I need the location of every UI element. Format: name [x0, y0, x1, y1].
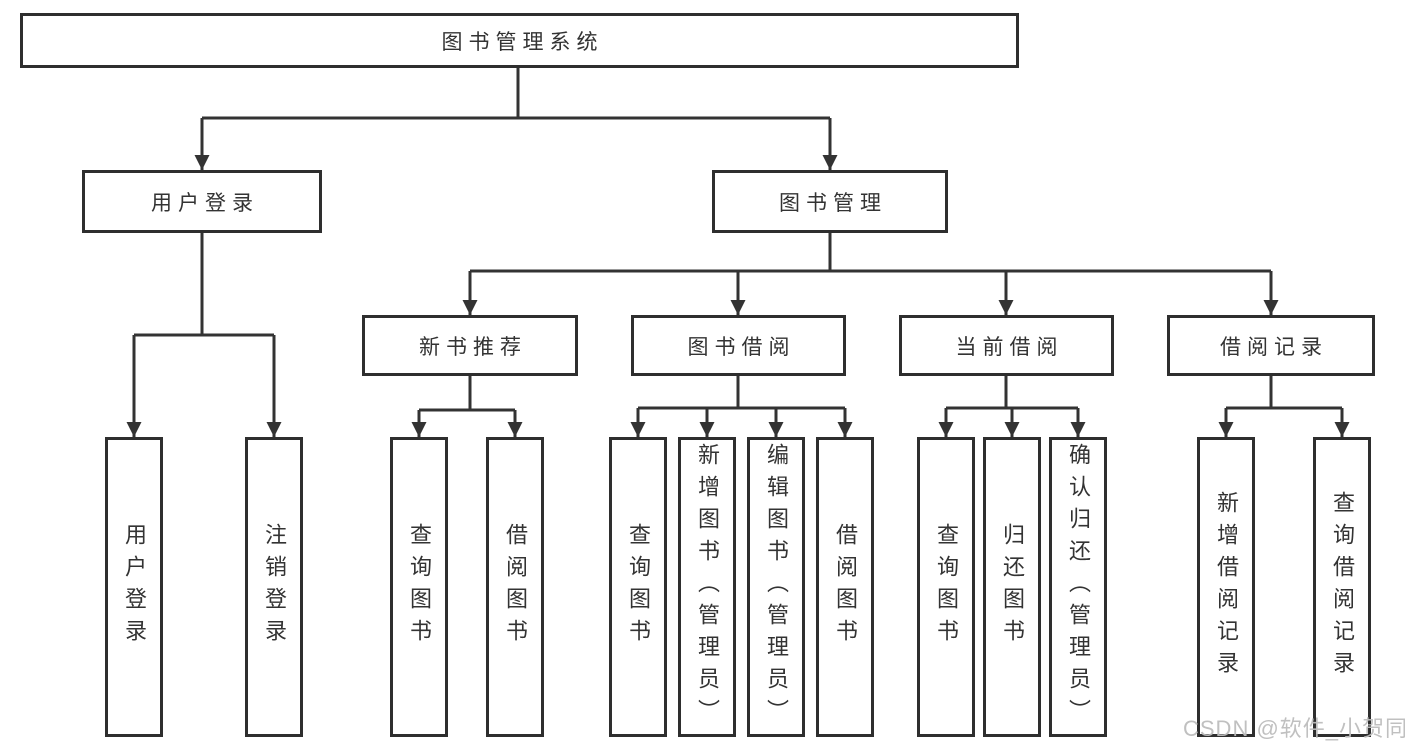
leaf-confirm-return-admin: 确认归还（管理员）	[1049, 437, 1107, 737]
leaf-return-books: 归还图书	[983, 437, 1041, 737]
node-new-book-recommend: 新书推荐	[362, 315, 578, 376]
leaf-label: 用户登录	[122, 523, 147, 651]
leaf-label: 借阅图书	[503, 523, 528, 651]
leaf-user-login: 用户登录	[105, 437, 163, 737]
node-book-management: 图书管理	[712, 170, 948, 233]
watermark: CSDN @软件_小贺同学	[1183, 716, 1405, 741]
leaf-add-books-admin: 新增图书（管理员）	[678, 437, 736, 737]
leaf-label: 查询图书	[934, 523, 959, 651]
leaf-label: 借阅图书	[833, 523, 858, 651]
leaf-label: 查询图书	[626, 523, 651, 651]
leaf-query-books-current: 查询图书	[917, 437, 975, 737]
node-borrow-records: 借阅记录	[1167, 315, 1375, 376]
leaf-label: 新增图书（管理员）	[695, 443, 720, 731]
leaf-label: 确认归还（管理员）	[1066, 443, 1091, 731]
leaf-edit-books-admin: 编辑图书（管理员）	[747, 437, 805, 737]
node-library-management-system: 图书管理系统	[20, 13, 1019, 68]
leaf-label: 归还图书	[1000, 523, 1025, 651]
leaf-add-borrow-record: 新增借阅记录	[1197, 437, 1255, 737]
leaf-borrow-books-recommend: 借阅图书	[486, 437, 544, 737]
leaf-logout: 注销登录	[245, 437, 303, 737]
node-user-login: 用户登录	[82, 170, 322, 233]
leaf-label: 查询借阅记录	[1330, 491, 1355, 683]
leaf-query-books-borrow: 查询图书	[609, 437, 667, 737]
leaf-label: 新增借阅记录	[1214, 491, 1239, 683]
leaf-borrow-books: 借阅图书	[816, 437, 874, 737]
node-current-borrow: 当前借阅	[899, 315, 1114, 376]
leaf-query-books-recommend: 查询图书	[390, 437, 448, 737]
leaf-query-borrow-record: 查询借阅记录	[1313, 437, 1371, 737]
node-book-borrow: 图书借阅	[631, 315, 846, 376]
leaf-label: 查询图书	[407, 523, 432, 651]
leaf-label: 编辑图书（管理员）	[764, 443, 789, 731]
leaf-label: 注销登录	[262, 523, 287, 651]
